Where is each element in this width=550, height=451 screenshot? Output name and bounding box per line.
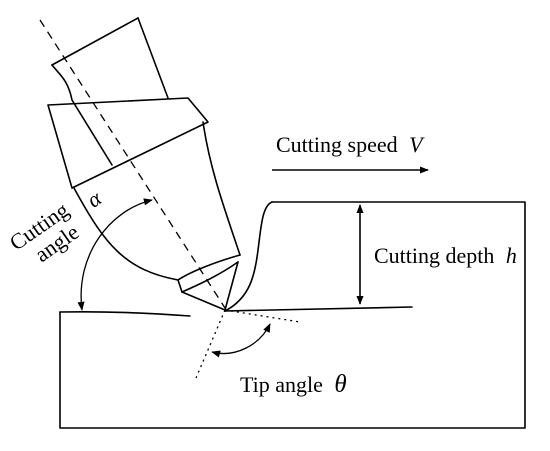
cutting-angle-label: Cutting angle xyxy=(5,197,84,267)
tip-angle-line-left xyxy=(195,309,226,379)
cutting-speed-label: Cutting speed V xyxy=(276,132,425,157)
cutting-tool xyxy=(47,17,241,311)
cutting-depth-label: Cutting depth h xyxy=(374,243,517,268)
tip-angle-label: Tip angle θ xyxy=(240,371,347,398)
chip-curve xyxy=(224,201,273,312)
cutting-angle-arc xyxy=(77,198,153,311)
tool-axis-line xyxy=(39,19,226,309)
tip-angle-arc xyxy=(211,323,271,358)
tip-angle-line-right xyxy=(224,309,301,323)
workpiece xyxy=(59,201,526,429)
